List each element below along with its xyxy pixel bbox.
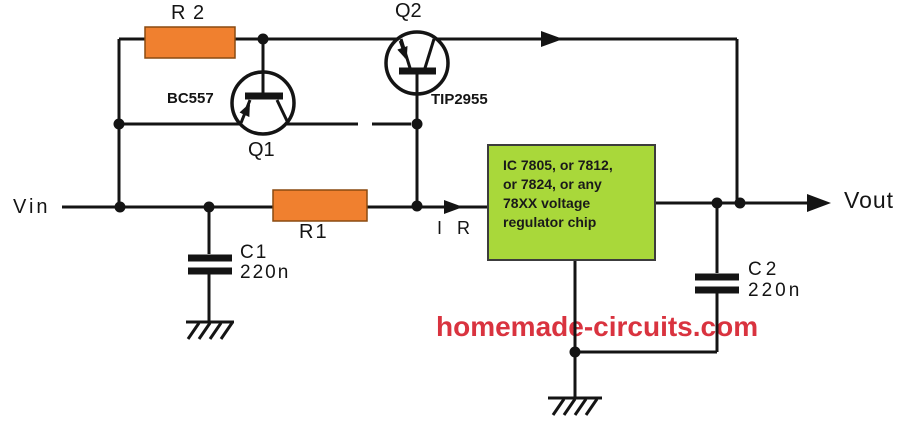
arrow-ir-icon [444, 200, 463, 214]
ic-text-line3: 78XX voltage [503, 195, 591, 211]
c1-value-label: 220n [240, 262, 291, 283]
resistor-r1 [272, 189, 368, 222]
junction-dot [257, 33, 269, 45]
junction-dot [411, 200, 423, 212]
transistor-q2 [384, 30, 450, 96]
ic-text-line1: IC 7805, or 7812, [503, 157, 613, 173]
ic-text-line4: regulator chip [503, 214, 597, 230]
ic-regulator-box [487, 144, 656, 261]
q2-label: Q2 [395, 0, 422, 22]
junction-dots [113, 33, 746, 358]
watermark-text: homemade-circuits.com [436, 311, 759, 342]
junction-dot [711, 197, 723, 209]
transistor-q1 [230, 41, 296, 136]
q2-emitter-arrow-icon [397, 40, 408, 61]
vout-label: Vout [844, 187, 895, 213]
resistor-r1-body [272, 189, 368, 222]
ground-symbol-c1 [186, 320, 234, 340]
flow-arrows [444, 31, 831, 214]
junction-dot [734, 197, 746, 209]
junction-dot [411, 118, 423, 130]
junction-dot [569, 346, 581, 358]
q1-part-number-label: BC557 [167, 90, 214, 107]
junction-dot [203, 201, 215, 213]
q2-collector-lead [423, 38, 436, 69]
q1-collector-lead [275, 99, 290, 124]
c2-value-label: 220n [748, 280, 803, 301]
ic-regulator-text: IC 7805, or 7812, or 7824, or any 78XX v… [503, 156, 613, 232]
vin-label: Vin [13, 196, 51, 218]
q1-label: Q1 [248, 139, 275, 161]
resistor-r2 [144, 26, 236, 59]
wire-set [62, 37, 812, 397]
r1-label: R1 [299, 221, 329, 243]
resistor-r2-body [144, 26, 236, 59]
c2-name-label: C2 [748, 259, 781, 280]
junction-dot [113, 118, 125, 130]
arrow-top-icon [541, 31, 563, 47]
ir-current-label: I R [437, 218, 476, 238]
ic-text-line2: or 7824, or any [503, 176, 602, 192]
junction-dot [114, 201, 126, 213]
ground-symbol-ic [548, 396, 602, 416]
q2-circle [384, 30, 450, 96]
c1-name-label: C1 [240, 242, 269, 263]
q2-part-number-label: TIP2955 [431, 91, 488, 108]
q1-emitter-arrow-icon [239, 103, 251, 121]
arrow-vout-icon [807, 194, 831, 212]
r2-label: R 2 [171, 2, 206, 24]
capacitor-c2 [695, 273, 739, 294]
capacitor-c1 [188, 254, 232, 275]
